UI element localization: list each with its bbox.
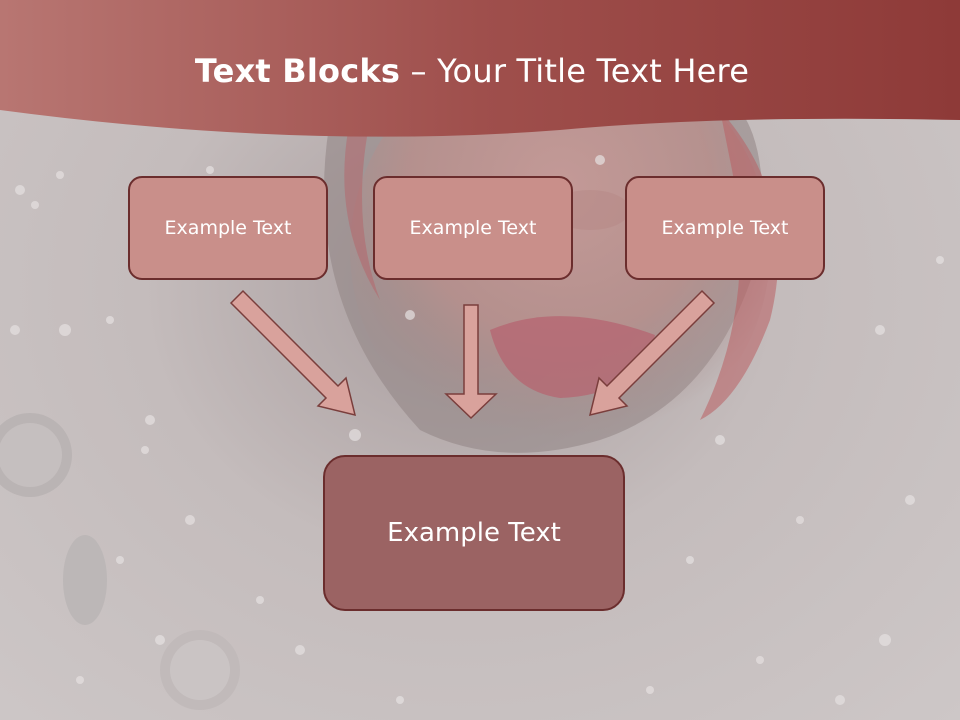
text-block-right[interactable]: Example Text: [625, 176, 825, 280]
title-rest-text: Your Title Text Here: [437, 52, 750, 90]
title-bold-text: Text Blocks: [194, 52, 401, 90]
text-block-left[interactable]: Example Text: [128, 176, 328, 280]
text-block-center-label: Example Text: [409, 217, 537, 239]
text-block-left-label: Example Text: [164, 217, 292, 239]
text-block-center[interactable]: Example Text: [373, 176, 573, 280]
arrow-right: [588, 289, 716, 417]
title-dash: –: [400, 52, 438, 90]
arrow-left: [229, 289, 357, 417]
arrow-center: [444, 304, 498, 420]
text-block-bottom[interactable]: Example Text: [323, 455, 625, 611]
slide-title: Text Blocks – Your Title Text Here: [0, 52, 944, 90]
text-block-right-label: Example Text: [661, 217, 789, 239]
text-block-bottom-label: Example Text: [387, 518, 561, 548]
